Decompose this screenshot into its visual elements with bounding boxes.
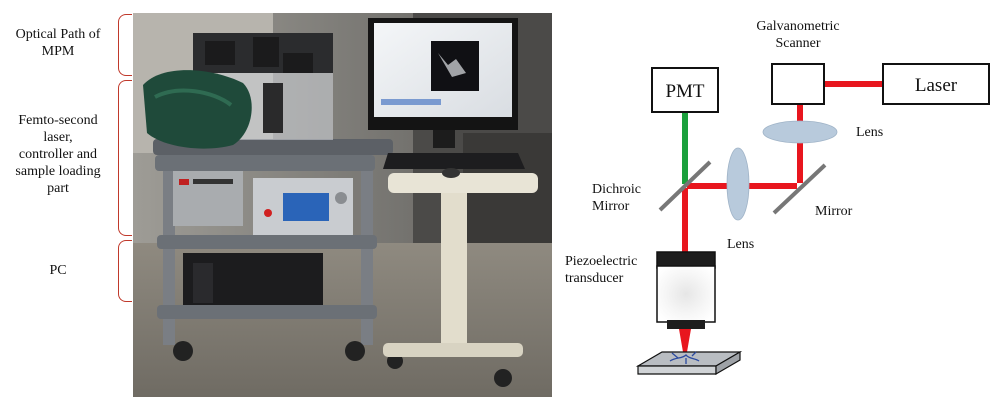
- label-laser-part-line5: part: [2, 180, 114, 197]
- galvo-label-line2: Scanner: [775, 36, 820, 51]
- label-laser-part-line2: laser,: [2, 129, 114, 146]
- label-laser-part-line4: sample loading: [2, 163, 114, 180]
- focused-beam-on-sample: [679, 329, 691, 352]
- label-pc: PC: [2, 262, 114, 279]
- lens-middle-label: Lens: [727, 237, 754, 252]
- laser-box-label: Laser: [915, 75, 958, 96]
- label-pc-line1: PC: [2, 262, 114, 279]
- mpm-optical-schematic: Galvanometric Scanner Laser PMT Lens Len…: [560, 0, 1000, 407]
- lens-top: [763, 121, 837, 143]
- mirror-label: Mirror: [815, 204, 853, 219]
- dichroic-label-line1: Dichroic: [592, 182, 641, 197]
- piezo-label-line2: transducer: [565, 271, 624, 286]
- mpm-system-photo: [133, 13, 552, 397]
- label-optical-path-line1: Optical Path of: [2, 26, 114, 43]
- bracket-laser-part: [118, 80, 132, 236]
- label-laser-part-line3: controller and: [2, 146, 114, 163]
- galvanometric-scanner-box: [772, 64, 824, 104]
- dichroic-label-line2: Mirror: [592, 199, 630, 214]
- bracket-pc: [118, 240, 132, 302]
- label-optical-path-line2: MPM: [2, 43, 114, 60]
- sample-front: [638, 366, 716, 374]
- objective-tip: [667, 320, 705, 329]
- pmt-box-label: PMT: [665, 81, 704, 102]
- galvo-label-line1: Galvanometric: [756, 19, 839, 34]
- lens-top-label: Lens: [856, 125, 883, 140]
- label-optical-path: Optical Path of MPM: [2, 26, 114, 60]
- bracket-optical-path: [118, 14, 132, 76]
- piezo-label-line1: Piezoelectric: [565, 254, 637, 269]
- label-laser-part: Femto-second laser, controller and sampl…: [2, 112, 114, 197]
- lens-middle: [727, 148, 749, 220]
- piezo-transducer-body: [657, 266, 715, 322]
- label-laser-part-line1: Femto-second: [2, 112, 114, 129]
